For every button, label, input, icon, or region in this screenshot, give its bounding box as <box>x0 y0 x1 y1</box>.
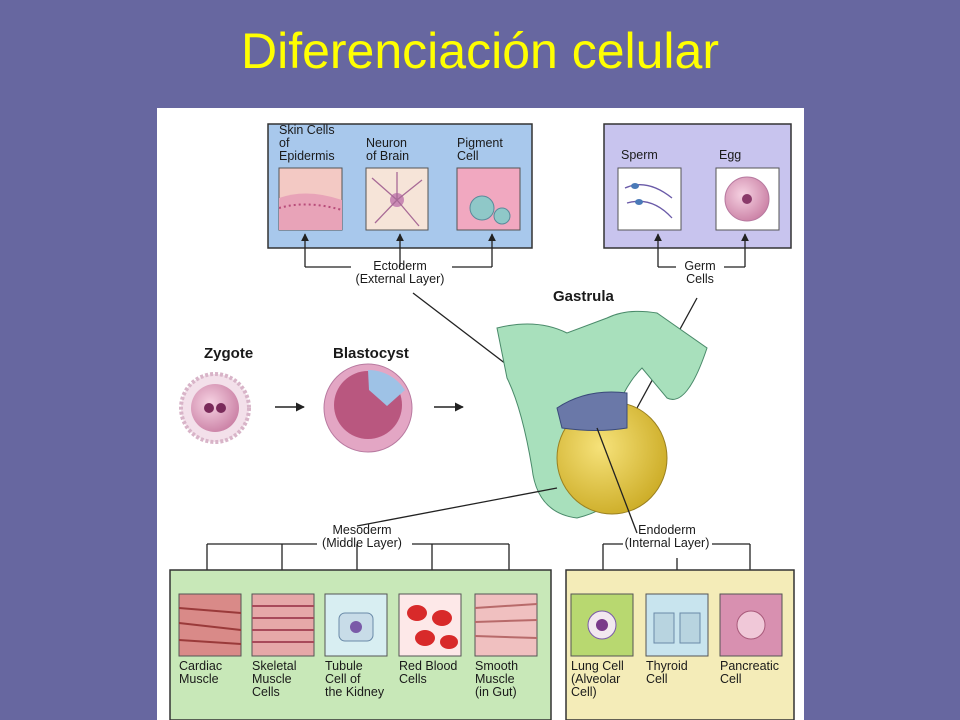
slide-title: Diferenciación celular <box>240 23 719 79</box>
gastrula-label: Gastrula <box>553 288 614 305</box>
ectoderm-label: Ectoderm (External Layer) <box>355 259 445 286</box>
germ-cells-label: Germ Cells <box>684 259 716 286</box>
gastrula-image <box>496 310 708 519</box>
zygote-image <box>179 372 251 444</box>
red-blood-cells-label: Red Blood Cells <box>399 659 458 686</box>
kidney-tubule-label: Tubule Cell of the Kidney <box>325 659 385 699</box>
zygote-label: Zygote <box>204 345 254 362</box>
cardiac-muscle-label: Cardiac Muscle <box>179 659 223 686</box>
pigment-cell-label: Pigment Cell <box>457 136 503 163</box>
pancreatic-cell-label: Pancreatic Cell <box>720 659 780 686</box>
blastocyst-label: Blastocyst <box>333 345 409 362</box>
mesoderm-label: Mesoderm (Middle Layer) <box>322 523 402 550</box>
sperm-image <box>617 167 682 231</box>
diagram-svg <box>169 123 795 720</box>
egg-label: Egg <box>719 148 742 162</box>
blastocyst-image <box>323 363 413 453</box>
sperm-label: Sperm <box>621 148 658 162</box>
smooth-muscle-image <box>474 593 538 657</box>
skeletal-muscle-image <box>251 593 315 657</box>
endoderm-label: Endoderm (Internal Layer) <box>624 523 710 550</box>
skin-cells-label: Skin Cells of Epidermis <box>279 123 335 163</box>
diagram-panel: Skin Cells of Epidermis Neuron of Brain … <box>157 108 804 720</box>
skeletal-muscle-label: Skeletal Muscle Cells <box>252 659 297 699</box>
neuron-label: Neuron of Brain <box>366 136 410 163</box>
lung-cell-label: Lung Cell (Alveolar Cell) <box>571 659 624 699</box>
thyroid-cell-label: Thyroid Cell <box>646 659 688 686</box>
smooth-muscle-label: Smooth Muscle (in Gut) <box>475 659 519 699</box>
